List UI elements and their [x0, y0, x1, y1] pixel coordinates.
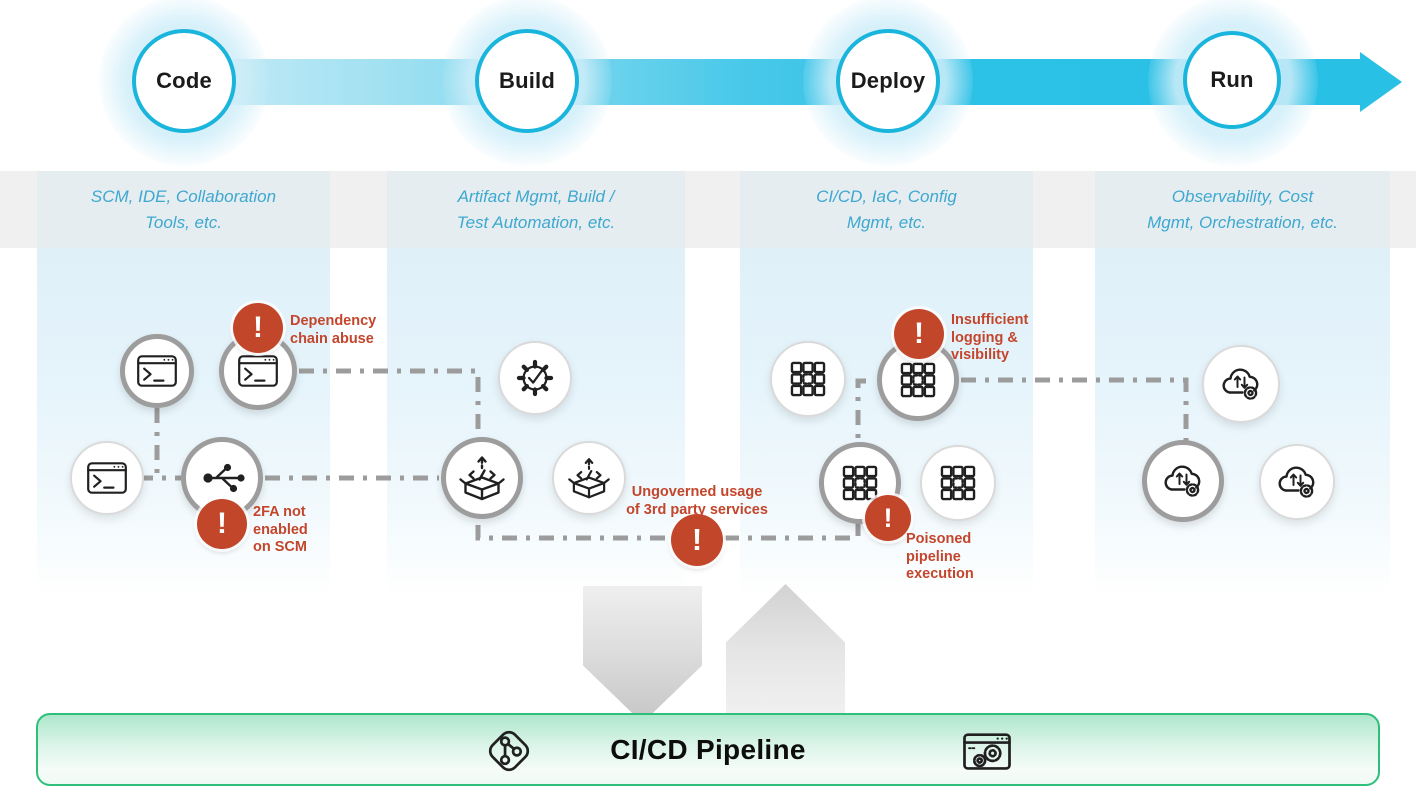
container-grid-icon: [786, 357, 830, 401]
exclamation-badge: !: [671, 514, 723, 566]
exclamation-badge: !: [233, 303, 283, 353]
stage-label-run: Run: [1210, 67, 1254, 92]
node-terminal-1: [120, 334, 194, 408]
tools-panel-run: Observability, Cost Mgmt, Orchestration,…: [1095, 171, 1390, 248]
threat-label-ungoverned-3rd-party: Ungoverned usage of 3rd party services: [626, 484, 768, 518]
git-fork-icon: [198, 454, 246, 502]
window-gears-icon: [960, 724, 1014, 778]
exclamation-glyph: !: [883, 502, 893, 533]
cicd-pipeline-banner: CI/CD Pipeline: [36, 713, 1380, 786]
stage-circle-code: Code: [132, 29, 236, 133]
threat-label-2fa-not-enabled: 2FA not enabled on SCM: [253, 504, 308, 556]
cloud-sync-icon: [1217, 360, 1265, 408]
terminal-window-icon: [135, 349, 179, 393]
node-artifact-2: [552, 441, 626, 515]
node-deploy-grid-4: [920, 445, 996, 521]
stage-label-code: Code: [156, 68, 212, 93]
package-code-icon: [458, 454, 506, 502]
cloud-sync-icon: [1273, 458, 1321, 506]
banner-title: CI/CD Pipeline: [610, 733, 806, 765]
stage-circle-deploy: Deploy: [836, 29, 940, 133]
threat-label-dependency-chain-abuse: Dependency chain abuse: [290, 313, 377, 347]
tools-panel-code: SCM, IDE, Collaboration Tools, etc.: [37, 171, 330, 248]
stage-circle-build: Build: [475, 29, 579, 133]
exclamation-badge: !: [894, 309, 944, 359]
node-terminal-3: [70, 441, 144, 515]
node-deploy-grid-1: [770, 341, 846, 417]
exclamation-glyph: !: [691, 522, 703, 557]
node-cloud-1: [1202, 345, 1280, 423]
tools-panel-deploy: CI/CD, IaC, Config Mgmt, etc.: [740, 171, 1033, 248]
terminal-window-icon: [236, 349, 280, 393]
cloud-sync-icon: [1159, 457, 1207, 505]
exclamation-glyph: !: [253, 311, 263, 344]
stage-circle-run: Run: [1183, 31, 1281, 129]
node-cloud-3: [1259, 444, 1335, 520]
exclamation-badge: !: [865, 495, 911, 541]
column-panel-build: [387, 248, 685, 596]
threat-label-insufficient-logging: Insufficient logging & visibility: [951, 312, 1029, 364]
node-artifact-1: [441, 437, 523, 519]
tools-panel-build: Artifact Mgmt, Build / Test Automation, …: [387, 171, 685, 248]
stage-label-build: Build: [499, 68, 555, 93]
node-test-automation: [498, 341, 572, 415]
container-grid-icon: [896, 358, 940, 402]
threat-label-poisoned-pipeline: Poisoned pipeline execution: [906, 531, 974, 583]
stage-label-deploy: Deploy: [850, 68, 926, 93]
terminal-window-icon: [85, 456, 129, 500]
exclamation-glyph: !: [217, 507, 227, 540]
node-cloud-2: [1142, 440, 1224, 522]
container-grid-icon: [936, 461, 980, 505]
exclamation-badge: !: [197, 499, 247, 549]
exclamation-glyph: !: [914, 317, 924, 350]
column-panel-code: [37, 248, 330, 596]
gear-check-icon: [513, 356, 557, 400]
